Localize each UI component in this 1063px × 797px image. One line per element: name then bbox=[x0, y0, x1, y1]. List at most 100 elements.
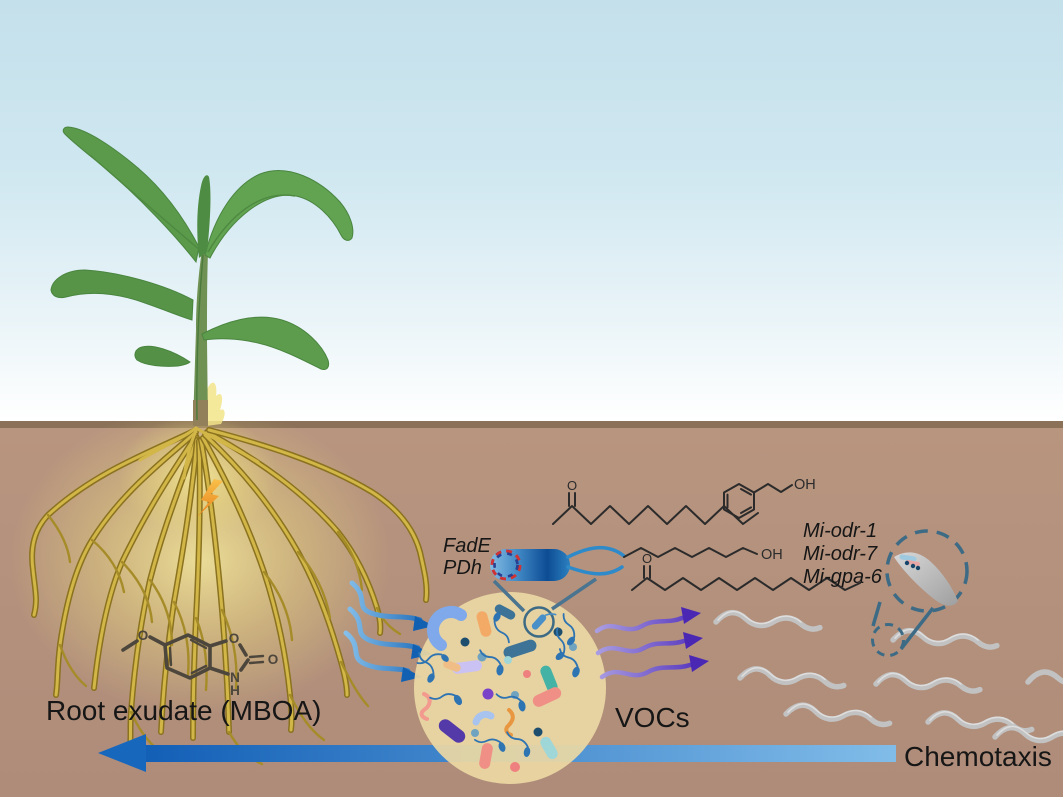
nematode-worm bbox=[783, 702, 893, 728]
microbe-rod bbox=[532, 687, 562, 707]
microbe-curved-rod bbox=[472, 711, 495, 726]
microbe-coccus bbox=[553, 627, 563, 637]
fatty-alcohol-structure: OH bbox=[623, 547, 783, 563]
vocs-label: VOCs bbox=[615, 702, 690, 733]
microbe-rod bbox=[443, 660, 461, 672]
nematode-head-magnified bbox=[894, 552, 958, 606]
microbe-flagellate bbox=[555, 627, 566, 661]
nematode-gene-labels: Mi-odr-1 Mi-odr-7 Mi-gpa-6 bbox=[803, 520, 883, 588]
sensory-patch-pink bbox=[906, 560, 920, 566]
sensory-neuron-dot bbox=[910, 563, 916, 569]
nematode-worm bbox=[873, 671, 983, 694]
arrowhead bbox=[681, 607, 701, 624]
leaf-central-shoot bbox=[197, 175, 211, 258]
mboa-ring-o: O bbox=[229, 631, 240, 646]
methyl-ketone-structure-bottom: O bbox=[631, 551, 861, 591]
arrowhead bbox=[683, 632, 703, 649]
microbe-flagellate bbox=[479, 649, 504, 676]
spark-icon bbox=[197, 479, 223, 517]
fade-gene-label: FadE bbox=[443, 535, 491, 557]
arrowhead bbox=[689, 655, 709, 672]
nematode-worm bbox=[737, 666, 847, 690]
mi-odr-1-label: Mi-odr-1 bbox=[803, 520, 877, 542]
microbe-flagellate bbox=[493, 612, 510, 644]
magnifier-connector-line bbox=[899, 606, 935, 651]
phenylethanol-oh: OH bbox=[794, 477, 816, 493]
microbe-flagellate bbox=[474, 738, 506, 752]
microbe-flagellate bbox=[418, 651, 435, 683]
magnifier-connector-line bbox=[871, 601, 882, 627]
ketone-oxygen: O bbox=[642, 551, 652, 566]
mboa-carbonyl-o: O bbox=[268, 652, 279, 667]
microbial-community bbox=[416, 604, 580, 772]
mboa-structure: O O O N H bbox=[121, 628, 279, 698]
nematode-worm bbox=[713, 609, 823, 632]
leaf-lower-right bbox=[201, 316, 330, 370]
microbe-coccus bbox=[569, 643, 577, 651]
mboa-nh-hydrogen: H bbox=[230, 683, 240, 698]
plasmid-icon bbox=[490, 549, 522, 581]
microbe-flagellate bbox=[429, 693, 463, 706]
flagellum bbox=[566, 565, 624, 576]
stem-base bbox=[193, 400, 208, 426]
microbe-flagellate bbox=[506, 731, 531, 757]
highlighted-microbe bbox=[531, 613, 557, 630]
zoom-connector-line bbox=[492, 579, 526, 613]
microbe-rod bbox=[503, 639, 537, 659]
microbe-coccus bbox=[471, 729, 479, 737]
microbe-rod bbox=[494, 604, 516, 620]
magnifier-small-circle bbox=[871, 623, 905, 657]
microbe-coccus bbox=[533, 727, 543, 737]
sensory-neuron-dot bbox=[904, 560, 910, 566]
phenylethanol-structure: OH bbox=[723, 477, 816, 519]
soil-surface-line bbox=[0, 421, 1063, 430]
chemotaxis-arrowhead bbox=[98, 734, 146, 772]
microbe-rod bbox=[479, 743, 493, 769]
microbe-rod bbox=[540, 665, 558, 693]
flagellum bbox=[566, 546, 626, 559]
zoom-link bbox=[492, 577, 597, 638]
root-branches bbox=[46, 513, 402, 766]
alcohol-oh: OH bbox=[761, 547, 783, 563]
microbe-flagellate bbox=[562, 613, 576, 646]
microbe-curved-rod bbox=[427, 605, 467, 651]
sensory-neuron-dot bbox=[915, 565, 921, 571]
mi-gpa-6-label: Mi-gpa-6 bbox=[803, 566, 883, 588]
magnifier-large-circle bbox=[885, 529, 969, 613]
nematode-worm bbox=[992, 724, 1063, 747]
microbe-rod bbox=[476, 611, 492, 637]
root-exudate-label: Root exudate (MBOA) bbox=[46, 695, 321, 726]
microbe-flagellate bbox=[416, 653, 449, 665]
microbe-coccus bbox=[504, 656, 512, 664]
nematode-magnifier bbox=[871, 529, 969, 657]
nematode-worm bbox=[1025, 669, 1063, 685]
bacterium-capsule bbox=[490, 546, 626, 581]
chemotaxis-label: Chemotaxis bbox=[904, 741, 1052, 772]
microbe-coccus bbox=[482, 688, 494, 700]
methyl-ketone-structure-top: O bbox=[552, 478, 759, 525]
zoom-connector-line bbox=[551, 577, 597, 611]
stem-base-glow bbox=[206, 382, 225, 426]
leaf-mid-left bbox=[50, 269, 194, 321]
inspection-circle bbox=[523, 606, 555, 638]
pdh-gene-label: PDh bbox=[443, 557, 482, 579]
microbe-flagellate bbox=[495, 693, 526, 712]
leaf-small-left bbox=[134, 345, 191, 367]
leaf-vein bbox=[207, 194, 296, 253]
sensory-patch-blue bbox=[899, 554, 917, 562]
plasmid-icon-inner bbox=[493, 552, 519, 578]
microbe-coccus bbox=[460, 637, 470, 647]
microbe-coccus bbox=[523, 670, 531, 678]
microbe-spirillum bbox=[419, 692, 432, 721]
mboa-methoxy-o: O bbox=[138, 628, 149, 643]
mboa-nitrogen: N bbox=[230, 670, 240, 685]
mi-odr-7-label: Mi-odr-7 bbox=[803, 543, 878, 565]
stem-shading bbox=[196, 254, 204, 421]
microbe-coccus bbox=[510, 762, 520, 772]
ketone-oxygen: O bbox=[567, 478, 577, 493]
microbe-rod bbox=[438, 719, 466, 743]
leaf-vein bbox=[89, 154, 201, 251]
microbe-rod bbox=[540, 736, 558, 760]
